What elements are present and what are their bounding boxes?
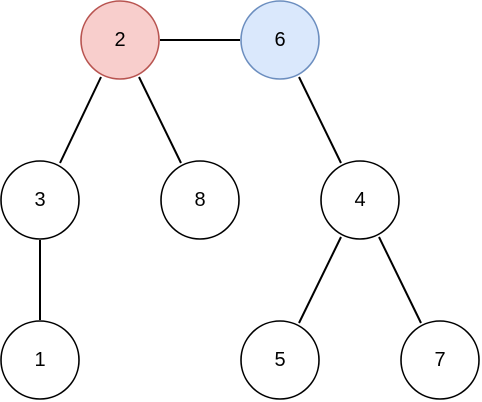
node-circle: [160, 160, 240, 240]
node-circle: [240, 320, 320, 400]
node-label: 7: [434, 349, 445, 371]
node-circle: [0, 320, 80, 400]
node-label: 2: [114, 29, 125, 51]
tree-node-7: 7: [400, 320, 480, 400]
edge-n4-n5: [298, 236, 342, 324]
tree-node-4: 4: [320, 160, 400, 240]
node-circle: [80, 0, 160, 80]
node-circle: [320, 160, 400, 240]
tree-node-5: 5: [240, 320, 320, 400]
node-circle: [400, 320, 480, 400]
node-label: 6: [274, 29, 285, 51]
tree-node-8: 8: [160, 160, 240, 240]
edge-n6-n4: [298, 76, 342, 164]
edge-n2-n3: [59, 76, 102, 164]
node-circle: [240, 0, 320, 80]
tree-node-6: 6: [240, 0, 320, 80]
edges-layer: [39, 39, 422, 324]
edge-n2-n8: [138, 76, 182, 164]
node-circle: [0, 160, 80, 240]
node-label: 5: [274, 349, 285, 371]
node-label: 8: [194, 189, 205, 211]
tree-node-3: 3: [0, 160, 80, 240]
node-label: 4: [354, 189, 365, 211]
node-label: 3: [34, 189, 45, 211]
tree-node-1: 1: [0, 320, 80, 400]
node-label: 1: [34, 349, 45, 371]
edge-n4-n7: [378, 236, 422, 324]
tree-node-2: 2: [80, 0, 160, 80]
